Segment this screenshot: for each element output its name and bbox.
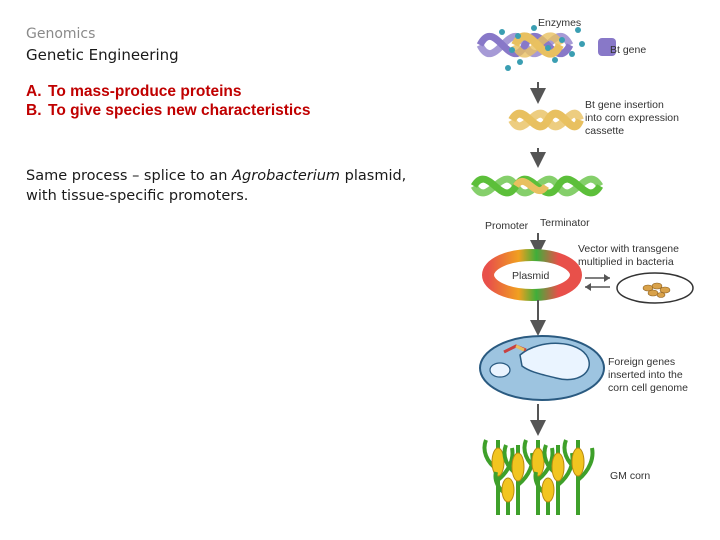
corn-cell-step: Foreign genes inserted into the corn cel…: [480, 336, 688, 400]
label-insertion-1: Bt gene insertion: [585, 99, 664, 111]
body-text-before: Same process – splice to an: [26, 168, 232, 184]
purpose-text: To give species new characteristics: [48, 102, 310, 119]
cassette-insertion-step: Bt gene insertion into corn expression c…: [512, 99, 679, 137]
slide-heading: Genetic Engineering: [26, 44, 426, 66]
purpose-text: To mass-produce proteins: [48, 83, 242, 100]
exchange-arrowhead: [604, 274, 610, 282]
slide-kicker: Genomics: [26, 24, 426, 44]
exchange-arrowhead: [585, 283, 591, 291]
label-foreign-2: inserted into the: [608, 369, 683, 381]
label-foreign-1: Foreign genes: [608, 356, 675, 368]
enzyme-cut-step: Enzymes Bt gene: [480, 17, 646, 71]
purpose-list: A.To mass-produce proteins B.To give spe…: [26, 82, 426, 120]
text-column: Genomics Genetic Engineering A.To mass-p…: [26, 24, 426, 221]
label-insertion-2: into corn expression: [585, 112, 679, 124]
label-vector-2: multiplied in bacteria: [578, 256, 674, 268]
purpose-item-b: B.To give species new characteristics: [26, 101, 426, 120]
label-promoter: Promoter: [485, 220, 529, 232]
purpose-label: B.: [26, 101, 48, 120]
label-enzymes: Enzymes: [538, 17, 581, 29]
gm-corn-process-diagram: Enzymes Bt gene Bt gene insertion into c…: [460, 0, 720, 540]
body-paragraph: Same process – splice to an Agrobacteriu…: [26, 166, 426, 206]
nucleus: [490, 363, 510, 377]
purpose-item-a: A.To mass-produce proteins: [26, 82, 426, 101]
label-gm-corn: GM corn: [610, 470, 650, 482]
label-bt-gene: Bt gene: [610, 44, 646, 56]
corn-plant: [565, 440, 593, 515]
promoter-terminator-step: Promoter Terminator: [474, 179, 600, 232]
label-insertion-3: cassette: [585, 125, 624, 137]
gm-corn-step: GM corn: [485, 440, 651, 515]
plasmid-step: Plasmid Vector with transgene multiplied…: [488, 243, 693, 303]
label-terminator: Terminator: [540, 217, 590, 229]
agrobacterium-term: Agrobacterium: [232, 168, 340, 184]
purpose-label: A.: [26, 82, 48, 101]
label-plasmid: Plasmid: [512, 270, 550, 282]
label-foreign-3: corn cell genome: [608, 382, 688, 394]
label-vector-1: Vector with transgene: [578, 243, 679, 255]
